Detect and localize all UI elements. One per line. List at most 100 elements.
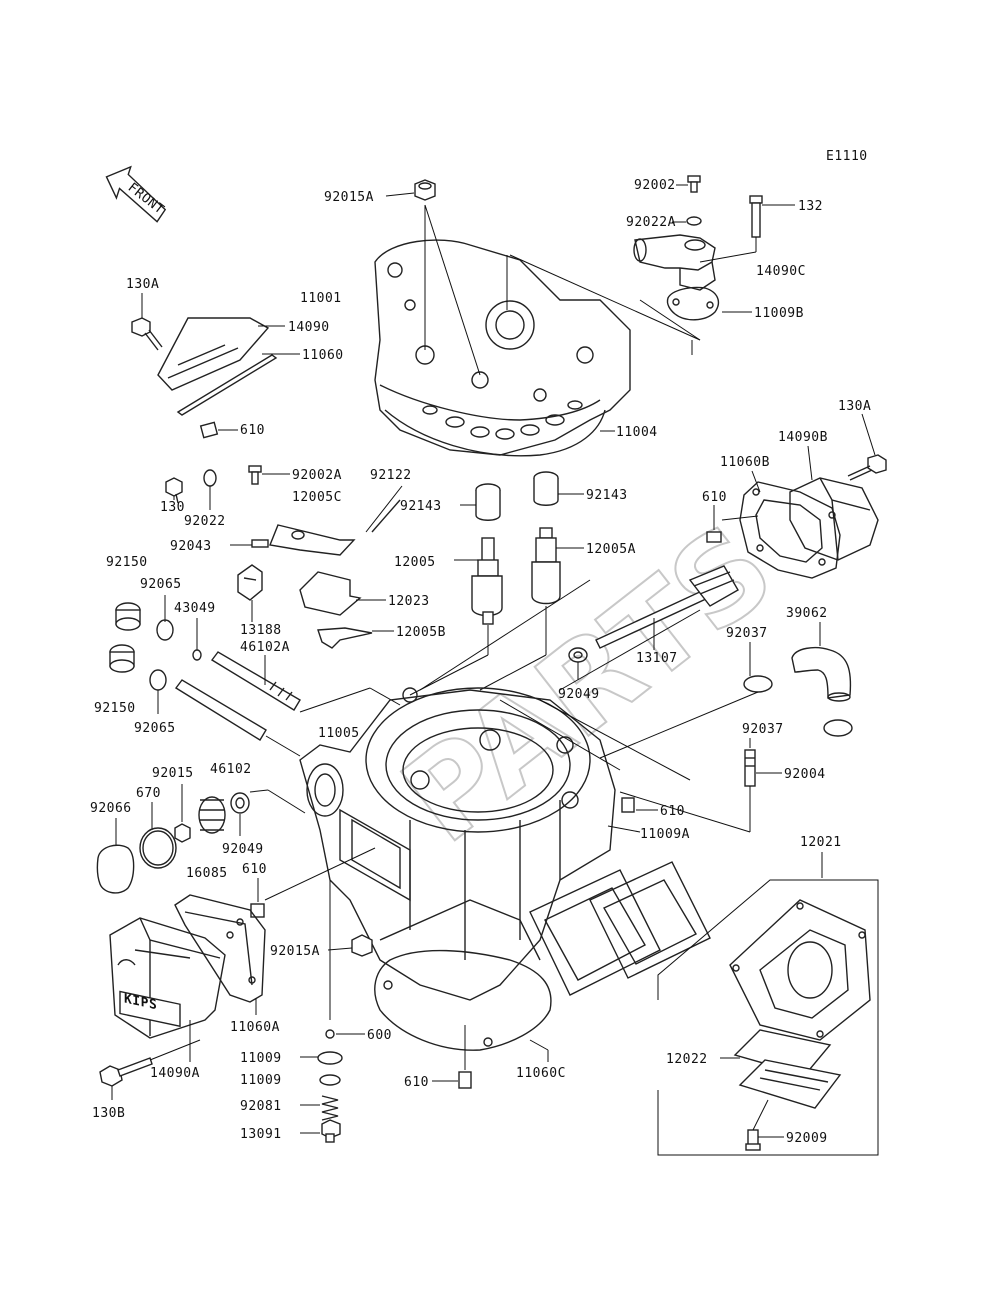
label-13091: 13091 [240, 1127, 282, 1142]
plate-12023 [299, 571, 362, 616]
front-arrow-icon: FRONT [105, 165, 167, 223]
label-600: 600 [367, 1028, 392, 1043]
reed-valve-12021 [729, 899, 871, 1041]
gasket-11009B [666, 286, 720, 321]
bushing-92143-b [533, 471, 559, 506]
cap-92066 [96, 844, 135, 894]
shaft-46102 [174, 679, 267, 741]
label-13188: 13188 [240, 623, 282, 638]
label-92015: 92015 [152, 766, 194, 781]
clip-43049 [192, 649, 202, 661]
reed-gaskets [529, 861, 711, 996]
seal-92049-b [230, 792, 250, 814]
gasket-11060B [739, 481, 841, 579]
plug-13091 [321, 1119, 341, 1143]
label-39062: 39062 [786, 606, 828, 621]
label-11009B: 11009B [754, 306, 804, 321]
label-610-b: 610 [702, 490, 727, 505]
label-11009-b: 11009 [240, 1073, 282, 1088]
clamp-92037-a [743, 675, 773, 693]
label-12005A: 12005A [586, 542, 636, 557]
spring-92081 [321, 1095, 339, 1121]
lever-12005C [269, 524, 356, 556]
label-92065-b: 92065 [134, 721, 176, 736]
label-46102A: 46102A [240, 640, 290, 655]
label-12005C: 12005C [292, 490, 342, 505]
label-92049-a: 92049 [558, 687, 600, 702]
dowel-610-e [458, 1071, 472, 1089]
screw-92009 [745, 1129, 761, 1151]
bolt-130 [165, 477, 183, 504]
label-13107: 13107 [636, 651, 678, 666]
label-610-e: 610 [404, 1075, 429, 1090]
cylinder-head [374, 239, 631, 457]
washer-92022A [686, 216, 702, 226]
label-14090: 14090 [288, 320, 330, 335]
bushing-92143-a [475, 483, 501, 521]
stud-92004 [744, 749, 756, 787]
dowel-610-a [199, 421, 219, 439]
label-11060B: 11060B [720, 455, 770, 470]
washer-92065-a [156, 619, 174, 641]
dowel-610-b [706, 531, 722, 543]
reed-valve-kit-box [657, 879, 879, 1156]
label-92143-b: 92143 [586, 488, 628, 503]
nut-92015A-top [414, 179, 436, 201]
label-12021: 12021 [800, 835, 842, 850]
label-670: 670 [136, 786, 161, 801]
label-92002A: 92002A [292, 468, 342, 483]
diagram-code: E1110 [826, 149, 868, 164]
oring-670 [139, 827, 177, 869]
cover-14090 [157, 317, 270, 391]
label-130B: 130B [92, 1106, 125, 1121]
label-92081: 92081 [240, 1099, 282, 1114]
valve-12005 [471, 537, 503, 625]
hose-39062 [791, 646, 852, 702]
bracket-12005B [317, 627, 373, 649]
label-11060A: 11060A [230, 1020, 280, 1035]
guide-13188 [237, 564, 263, 601]
bolt-92002 [687, 175, 701, 193]
label-92009: 92009 [786, 1131, 828, 1146]
label-130A-right: 130A [838, 399, 871, 414]
label-14090A: 14090A [150, 1066, 200, 1081]
gasket-11060A [174, 894, 266, 1003]
washer-11009-b [319, 1074, 341, 1086]
label-92049-b: 92049 [222, 842, 264, 857]
washer-92022 [203, 469, 217, 487]
label-11009-a: 11009 [240, 1051, 282, 1066]
label-92002: 92002 [634, 178, 676, 193]
label-92065-a: 92065 [140, 577, 182, 592]
label-132: 132 [798, 199, 823, 214]
label-92022A: 92022A [626, 215, 676, 230]
bolt-132 [749, 195, 763, 238]
washer-92065-b [149, 669, 167, 691]
label-92066: 92066 [90, 801, 132, 816]
label-12023: 12023 [388, 594, 430, 609]
label-92043: 92043 [170, 539, 212, 554]
label-14090B: 14090B [778, 430, 828, 445]
label-14090C: 14090C [756, 264, 806, 279]
bolt-130B [99, 1057, 153, 1087]
bolt-130A-left [131, 317, 163, 351]
bolt-130A-right [847, 454, 887, 481]
label-92004: 92004 [784, 767, 826, 782]
stopper-12022 [738, 1059, 842, 1109]
label-610-c: 610 [660, 804, 685, 819]
label-92150-b: 92150 [94, 701, 136, 716]
label-12005B: 12005B [396, 625, 446, 640]
label-11060C: 11060C [516, 1066, 566, 1081]
label-12022: 12022 [666, 1052, 708, 1067]
valve-12005A [531, 527, 561, 605]
label-11060: 11060 [302, 348, 344, 363]
label-92022: 92022 [184, 514, 226, 529]
gasket-11060 [176, 354, 278, 416]
cylinder-block [299, 687, 616, 1001]
pin-92122 [371, 499, 401, 533]
label-130: 130 [160, 500, 185, 515]
kips-logo-text: KIPS [124, 991, 157, 1013]
label-46102: 46102 [210, 762, 252, 777]
cover-14090B [789, 477, 879, 561]
label-11005: 11005 [318, 726, 360, 741]
